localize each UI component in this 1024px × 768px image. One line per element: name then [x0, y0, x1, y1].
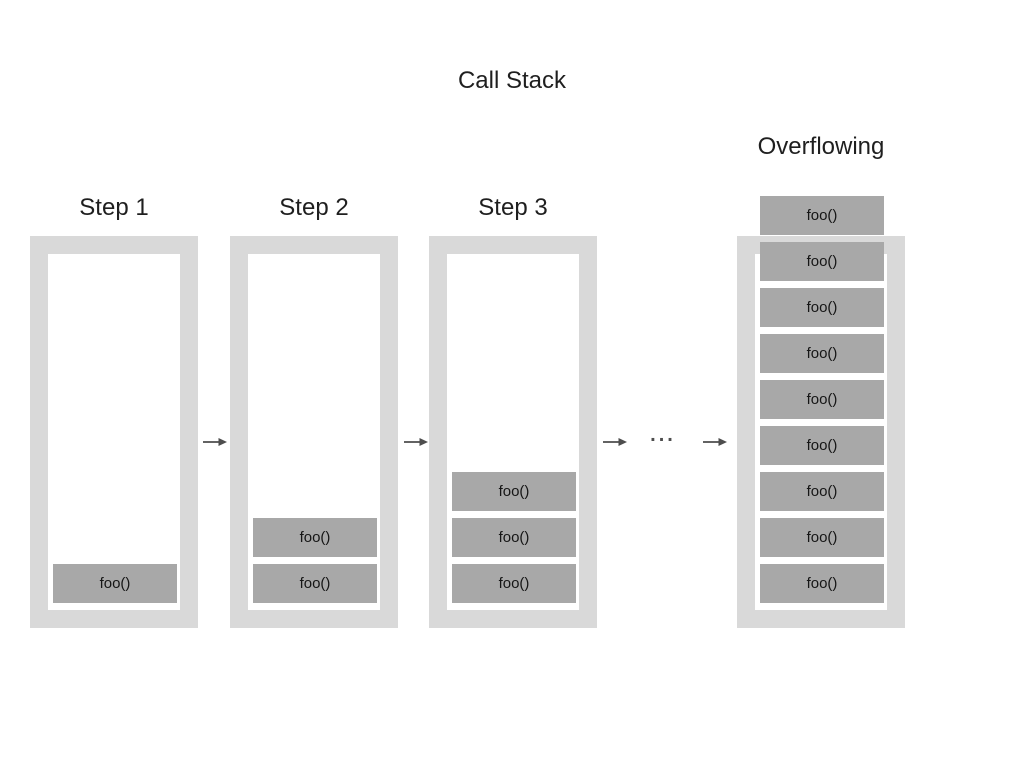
stack-container: foo() foo() [230, 236, 398, 628]
ellipsis: ... [650, 424, 676, 446]
stack-frames: foo() foo() foo() [452, 472, 576, 603]
diagram-title: Call Stack [457, 67, 567, 94]
stack-frame: foo() [760, 380, 884, 419]
stack-inner-area [48, 254, 180, 610]
right-arrow-icon [703, 434, 727, 446]
call-stack-step-1: Step 1 foo() [30, 194, 198, 628]
stack-frame: foo() [760, 564, 884, 603]
stack-frame: foo() [452, 518, 576, 557]
stack-frame: foo() [760, 426, 884, 465]
right-arrow-icon [203, 434, 227, 446]
stack-label: Step 1 [79, 194, 149, 221]
stack-frame: foo() [760, 472, 884, 511]
stack-container: foo() foo() foo() [429, 236, 597, 628]
stack-container: foo() [30, 236, 198, 628]
right-arrow-icon [603, 434, 627, 446]
stack-frame: foo() [760, 518, 884, 557]
stack-frames: foo() foo() [253, 518, 377, 603]
stack-frame: foo() [452, 564, 576, 603]
stack-label: Step 2 [279, 194, 349, 221]
stack-frames: foo() foo() foo() foo() foo() foo() foo() foo()… [760, 196, 884, 603]
stack-frame: foo() [760, 196, 884, 235]
stack-frame: foo() [452, 472, 576, 511]
right-arrow-icon [404, 434, 428, 446]
stack-frame: foo() [760, 242, 884, 281]
call-stack-step-2: Step 2 foo() foo() [230, 194, 398, 628]
stack-label: Overflowing [757, 133, 885, 160]
stack-frame: foo() [53, 564, 177, 603]
stack-frame: foo() [253, 518, 377, 557]
stack-container: foo() foo() foo() foo() foo() foo() foo() foo()… [737, 196, 905, 628]
stack-frames: foo() [53, 564, 177, 603]
stack-label: Step 3 [478, 194, 548, 221]
stack-frame: foo() [253, 564, 377, 603]
stack-frame: foo() [760, 288, 884, 327]
call-stack-overflowing: Overflowing foo()foo()foo()foo()foo()foo… [737, 133, 905, 628]
call-stack-step-3: Step 3 foo() foo() foo() [429, 194, 597, 628]
stack-frame: foo() [760, 334, 884, 373]
